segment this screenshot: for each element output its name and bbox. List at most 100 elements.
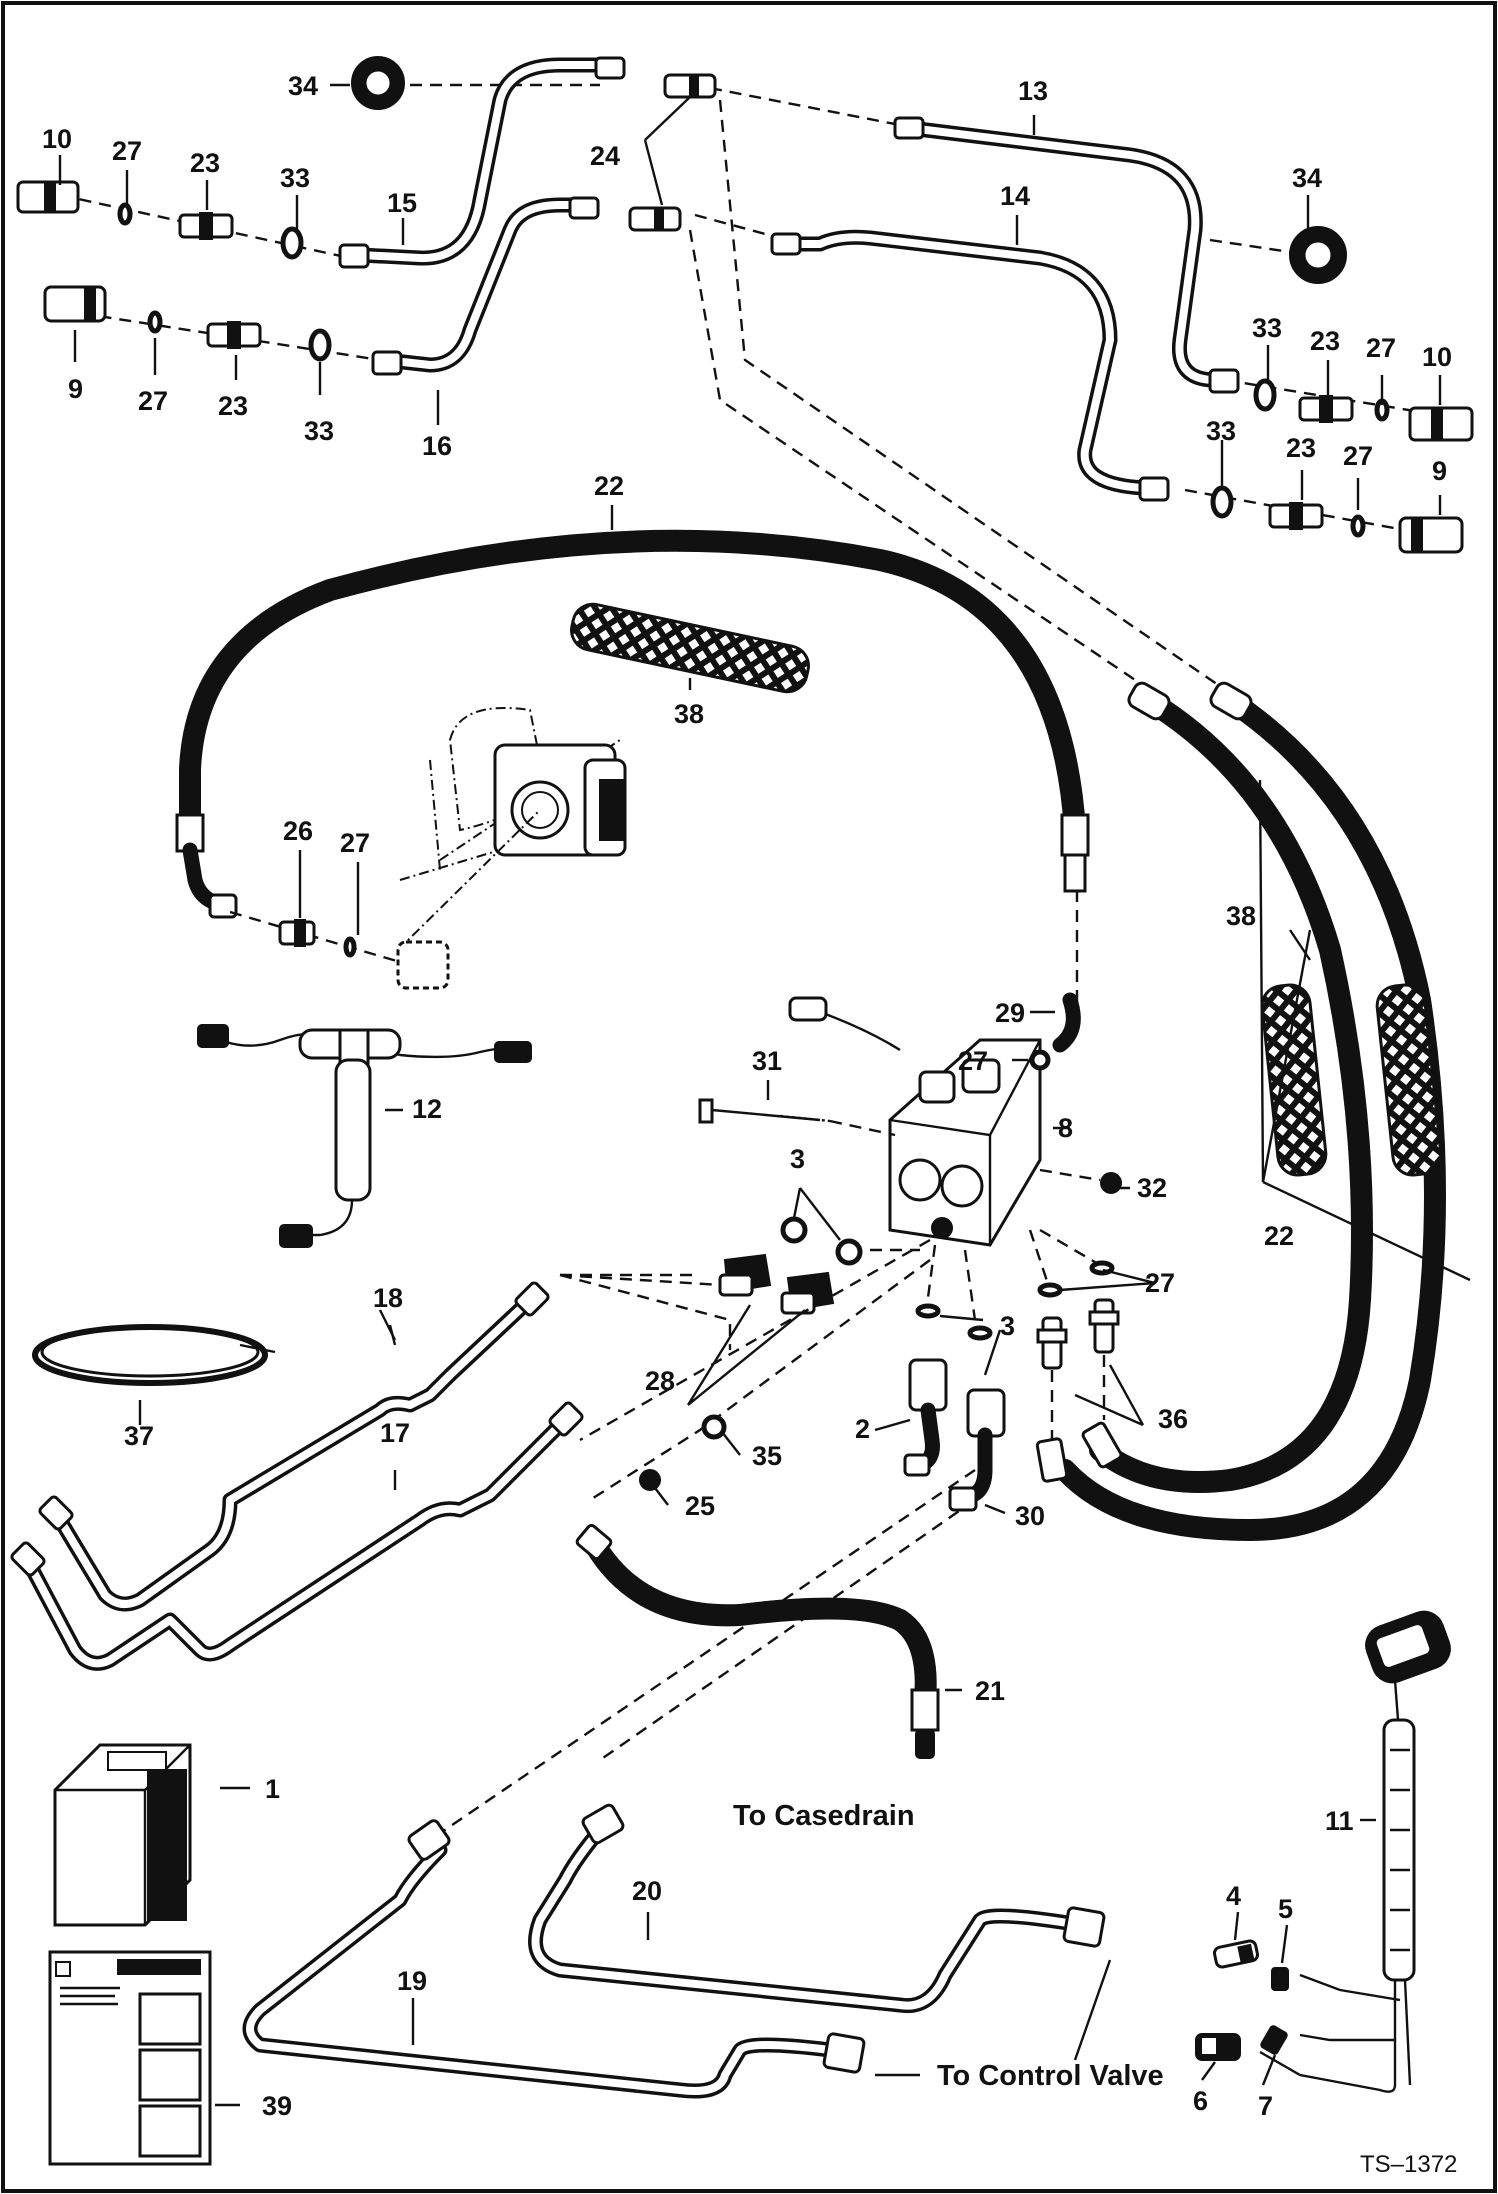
- callout-34-left: 34: [288, 71, 318, 101]
- fuse-7: [1260, 2025, 1288, 2055]
- callout-6: 6: [1193, 2086, 1208, 2116]
- callout-34-right: 34: [1292, 163, 1322, 193]
- callout-38-top: 38: [674, 699, 704, 729]
- wire-coil-37: [32, 1324, 276, 1386]
- callout-33-right-a: 33: [1252, 313, 1282, 343]
- callout-22-right: 22: [1264, 1221, 1294, 1251]
- sleeve-38-top: [570, 602, 810, 694]
- callout-8: 8: [1058, 1113, 1073, 1143]
- callout-39: 39: [262, 2091, 292, 2121]
- tube-18: [38, 1281, 550, 1612]
- bolt-31: [698, 1098, 896, 1137]
- leader-control-valve-a: [1073, 1959, 1112, 2061]
- callout-27-motor: 27: [340, 828, 370, 858]
- callout-23-left-a: 23: [190, 148, 220, 178]
- hose-21: [575, 1523, 940, 1759]
- adapter-23-right-b: [1268, 502, 1324, 530]
- callout-27-block: 27: [958, 1046, 988, 1076]
- o-ring-27-left-a: [117, 202, 133, 226]
- callout-13: 13: [1018, 76, 1048, 106]
- decal-kit-1: [53, 1743, 192, 1927]
- tube-13: [893, 116, 1240, 394]
- elbow-30: [948, 1388, 1006, 1512]
- grommet-34-left: [351, 56, 405, 110]
- tube-15: [338, 56, 626, 269]
- note-to-control-valve: To Control Valve: [937, 2060, 1164, 2092]
- callout-7: 7: [1258, 2091, 1273, 2121]
- harness-12: [197, 1024, 532, 1248]
- callout-38-right: 38: [1226, 901, 1256, 931]
- fitting-24-lower: [628, 206, 682, 232]
- o-ring-3-d: [967, 1325, 993, 1341]
- callout-23-right-b: 23: [1286, 433, 1316, 463]
- washer-33-left-b: [308, 328, 332, 362]
- callout-23-left-b: 23: [218, 391, 248, 421]
- callout-35: 35: [752, 1441, 782, 1471]
- washer-33-left-a: [280, 226, 304, 260]
- sleeve-38-right-b: [1375, 983, 1443, 1177]
- washer-35: [701, 1414, 727, 1440]
- o-ring-3-b: [835, 1238, 863, 1266]
- callout-18: 18: [373, 1283, 403, 1313]
- elbow-2: [903, 1358, 948, 1477]
- washer-33-right-b: [1210, 485, 1234, 519]
- callout-33-right-b: 33: [1206, 416, 1236, 446]
- hoses-22-right: [1035, 681, 1446, 1542]
- valve-block-8: [788, 996, 1042, 1247]
- callout-29: 29: [995, 998, 1025, 1028]
- tube-20: [528, 1803, 1106, 2014]
- grommet-34-right: [1289, 226, 1347, 284]
- elbow-29: [1029, 890, 1081, 1071]
- switch-harness-11: [1259, 1610, 1451, 2093]
- adapter-36-b: [1088, 1298, 1120, 1354]
- coupler-10-right: [1408, 406, 1474, 442]
- hose-22-arc: [175, 529, 1090, 919]
- adapter-23-left-b: [206, 321, 262, 349]
- callout-36: 36: [1158, 1404, 1188, 1434]
- callout-27-lower: 27: [1145, 1268, 1175, 1298]
- callout-23-right-a: 23: [1310, 326, 1340, 356]
- callout-10-right: 10: [1422, 342, 1452, 372]
- callout-21: 21: [975, 1676, 1005, 1706]
- o-ring-27-motor: [343, 936, 357, 958]
- callout-4: 4: [1226, 1881, 1241, 1911]
- coupler-9-left: [43, 285, 107, 323]
- callout-32: 32: [1137, 1173, 1167, 1203]
- tube-19: [242, 1819, 866, 2099]
- o-ring-27-left-b: [147, 310, 163, 334]
- fitting-28-b: [780, 1271, 835, 1315]
- callout-3-upper: 3: [790, 1144, 805, 1174]
- o-ring-3-a: [780, 1216, 808, 1244]
- callout-5: 5: [1278, 1894, 1293, 1924]
- adapter-23-left-a: [178, 212, 234, 240]
- callout-labels: 34 10 27 23 33 15 24 13 14 34 9 27 23 33…: [42, 71, 1452, 2121]
- callout-11: 11: [1325, 1806, 1354, 1836]
- plug-25: [639, 1469, 661, 1491]
- fuse-holder-4: [1212, 1939, 1260, 1969]
- tube-16: [371, 196, 600, 376]
- callout-25: 25: [685, 1491, 715, 1521]
- adapter-26: [278, 919, 316, 947]
- sleeve-38-right-a: [1260, 983, 1328, 1177]
- callout-1: 1: [265, 1774, 280, 1804]
- tube-17: [10, 1401, 584, 1671]
- callout-15: 15: [387, 188, 417, 218]
- callout-27-left-a: 27: [112, 136, 142, 166]
- callout-19: 19: [397, 1966, 427, 1996]
- callout-12: 12: [412, 1094, 442, 1124]
- callout-16: 16: [422, 431, 452, 461]
- callout-2: 2: [855, 1414, 870, 1444]
- callout-20: 20: [632, 1876, 662, 1906]
- fitting-24-upper: [663, 73, 717, 99]
- washer-33-right-a: [1253, 378, 1277, 412]
- adapter-23-right-a: [1298, 395, 1354, 423]
- note-to-casedrain: To Casedrain: [733, 1800, 915, 1832]
- callout-10-left: 10: [42, 124, 72, 154]
- fuse-5: [1271, 1967, 1289, 1991]
- leader-lines: [58, 83, 1471, 2107]
- fitting-28-a: [718, 1253, 772, 1297]
- plug-32: [1100, 1172, 1122, 1194]
- callout-27-right-b: 27: [1343, 441, 1373, 471]
- callout-17: 17: [380, 1418, 410, 1448]
